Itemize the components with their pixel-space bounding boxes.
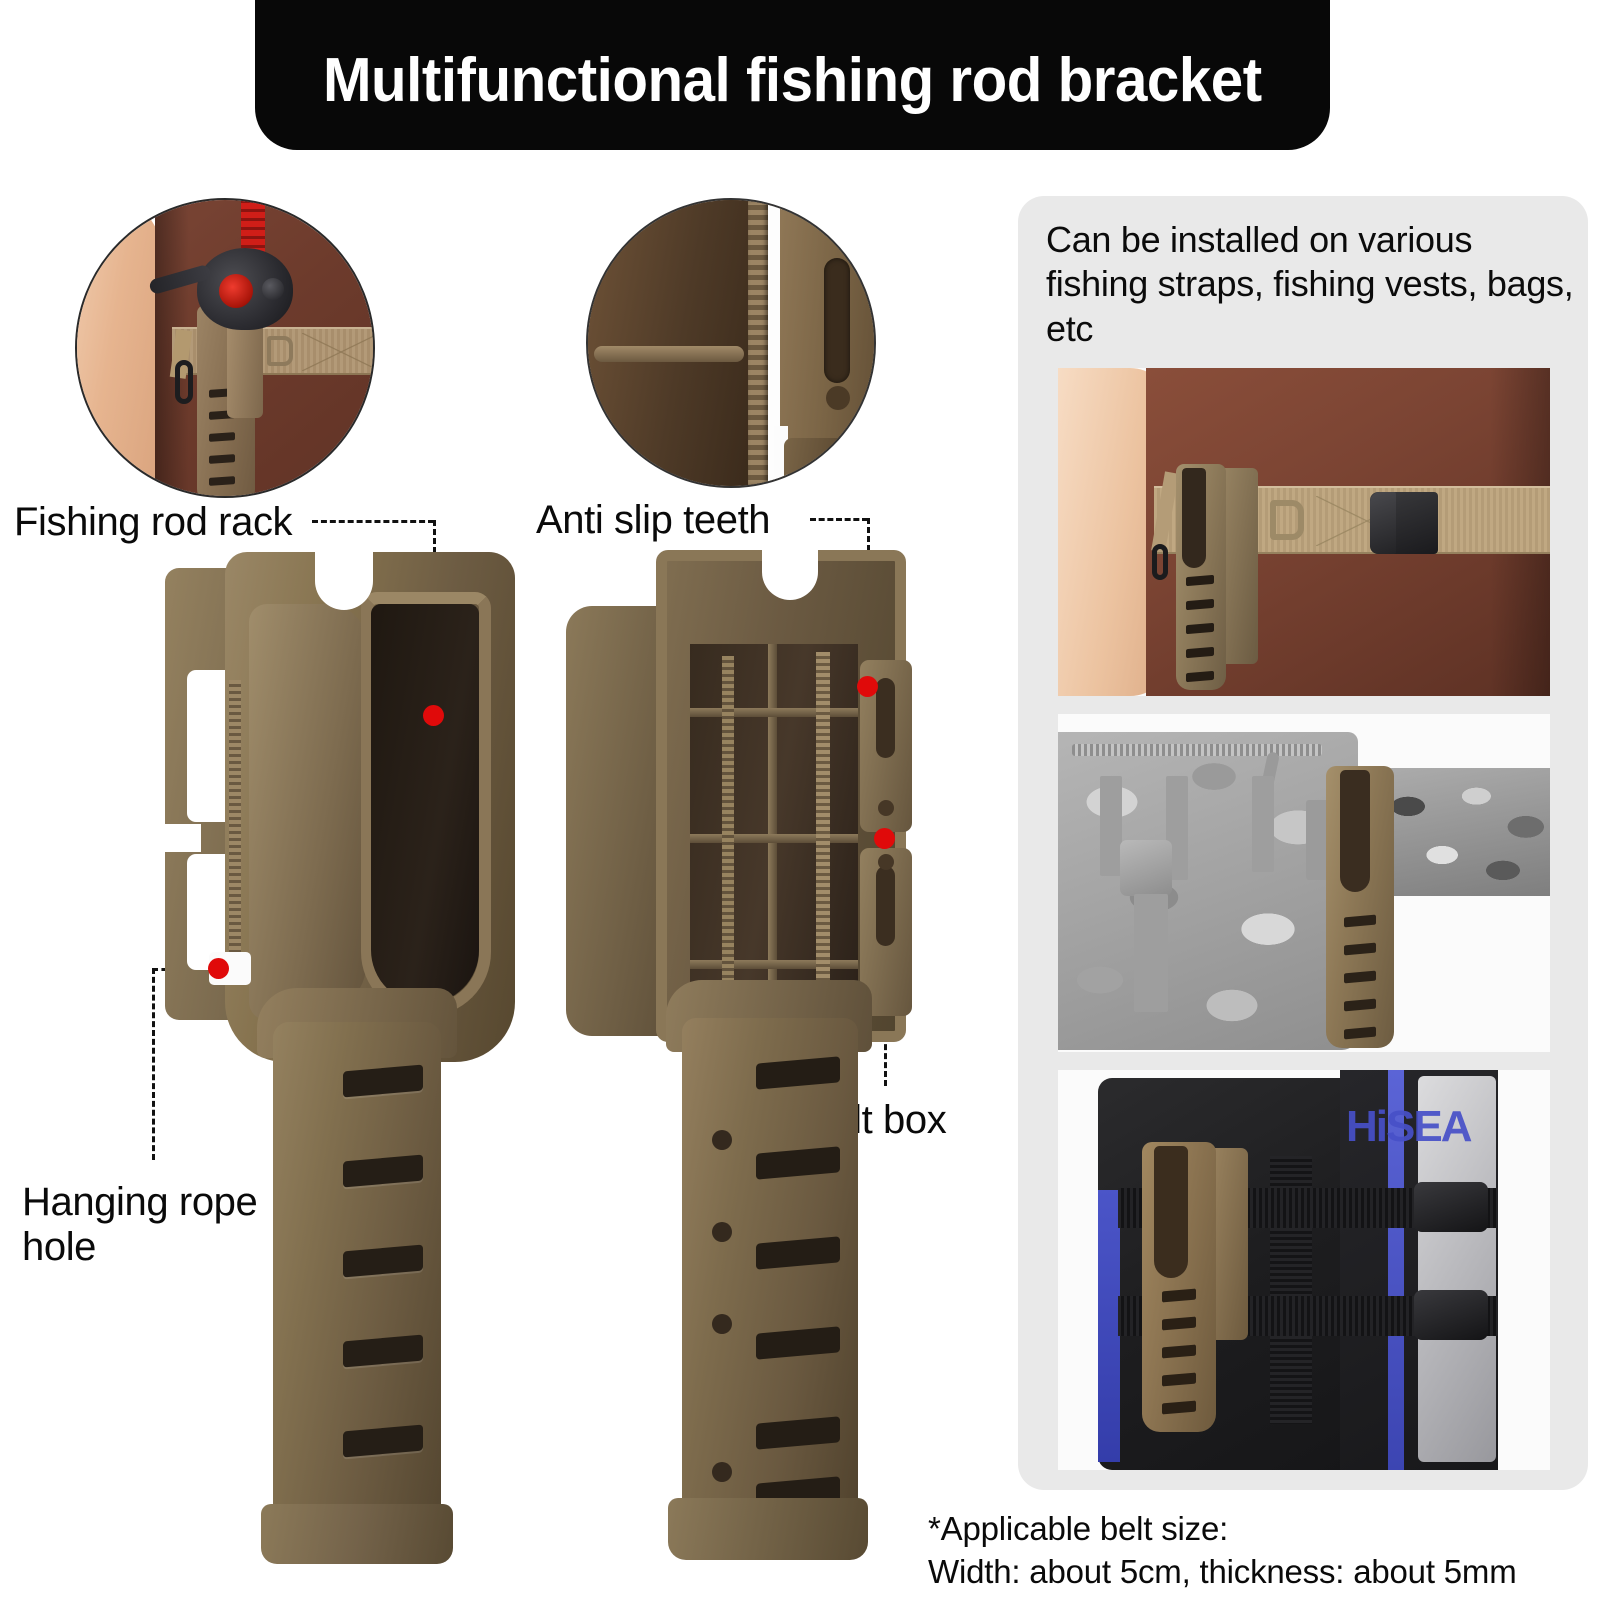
title-bar: Multifunctional fishing rod bracket xyxy=(255,0,1330,150)
photo3-buckle-upper xyxy=(1414,1182,1488,1232)
photo2-side-release-buckle xyxy=(1120,840,1172,896)
inset-anti-slip-teeth-photo xyxy=(586,198,876,488)
photo3-vest-brand-logo: HiSEA xyxy=(1346,1102,1472,1422)
installation-panel-heading: Can be installed on various fishing stra… xyxy=(1046,219,1574,349)
photo3-holder-cradle xyxy=(1154,1146,1188,1278)
photo3-buckle-lower xyxy=(1414,1290,1488,1340)
rear-rib-horizontal-lower xyxy=(690,960,858,969)
page-title: Multifunctional fishing rod bracket xyxy=(323,46,1262,115)
photo1-buckle-latch xyxy=(1370,492,1396,554)
leader-teeth-horizontal xyxy=(810,518,868,521)
macro-body-left xyxy=(588,200,754,486)
belt-box-slot-upper xyxy=(876,678,895,758)
annotation-dot-anti-slip-teeth xyxy=(857,676,878,697)
belt-d-ring xyxy=(267,336,293,366)
photo2-holder-cradle xyxy=(1340,770,1370,892)
leader-rope-hole-vertical xyxy=(152,968,155,1160)
photo2-molle-webbing-3 xyxy=(1252,776,1274,872)
belt-box-slot-lower xyxy=(876,866,895,946)
belt-box-hole-lower xyxy=(878,854,894,870)
front-rod-cradle-opening xyxy=(371,604,479,1004)
callout-hanging-rope-hole: Hanging rope hole xyxy=(22,1180,258,1270)
rear-top-notch xyxy=(762,544,818,600)
photo2-buckle-tail xyxy=(1134,894,1168,1012)
photo-belt-install xyxy=(1058,368,1550,696)
annotation-dot-belt-box xyxy=(874,828,895,849)
snap-hook-icon xyxy=(175,360,193,404)
callout-anti-slip-teeth: Anti slip teeth xyxy=(536,498,771,542)
front-top-notch xyxy=(315,548,373,610)
front-clip-notch xyxy=(165,824,201,852)
rear-belt-box-lower xyxy=(860,848,912,1016)
photo-camo-bag-install xyxy=(1058,714,1550,1052)
photo3-vest-silver-panel xyxy=(1418,1076,1496,1462)
macro-clip-hole xyxy=(826,386,850,410)
product-rear-view xyxy=(566,544,932,1564)
baitcasting-reel xyxy=(197,248,293,330)
photo3-vest-blue-trim xyxy=(1098,1190,1120,1462)
rear-belt-box-upper xyxy=(860,660,912,832)
rear-serrated-rack xyxy=(816,652,830,1006)
rear-tube-flared-base xyxy=(668,1498,868,1560)
rear-rib-horizontal-upper xyxy=(690,708,858,717)
leader-rod-rack-horizontal xyxy=(312,520,434,523)
photo1-belt-d-ring xyxy=(1270,500,1304,540)
rear-serration-inner xyxy=(722,656,734,1004)
photo2-molle-webbing-1 xyxy=(1100,776,1122,876)
macro-lower-tab xyxy=(784,438,854,484)
photo2-zipper xyxy=(1072,744,1322,756)
serrated-teeth-strip xyxy=(748,200,768,486)
reel-drag-knob xyxy=(262,278,284,300)
inset-worn-on-belt-photo xyxy=(75,198,375,498)
belt-size-footnote: *Applicable belt size: Width: about 5cm,… xyxy=(928,1510,1517,1590)
photo-life-vest-install: HiSEA xyxy=(1058,1070,1550,1470)
product-front-view xyxy=(165,548,525,1564)
belt-stitch-x xyxy=(302,333,373,371)
callout-fishing-rod-rack: Fishing rod rack xyxy=(14,500,293,544)
front-tube-body xyxy=(273,1022,441,1542)
rear-rib-vertical-center xyxy=(768,644,777,1014)
macro-gap xyxy=(768,200,782,486)
rear-tube-body xyxy=(682,1018,858,1538)
front-tube-flared-base xyxy=(261,1504,453,1564)
rear-rib-horizontal-middle xyxy=(690,834,858,843)
macro-clip-slot xyxy=(824,258,850,383)
front-serrated-rack xyxy=(229,680,241,980)
belt-box-hole-upper xyxy=(878,800,894,816)
annotation-dot-rod-rack xyxy=(423,705,444,726)
annotation-dot-rope-hole xyxy=(208,958,229,979)
photo1-snap-hook-icon xyxy=(1152,544,1168,580)
front-cradle-lip xyxy=(361,592,491,1016)
photo3-vest-zipper-strip xyxy=(1388,1070,1404,1470)
photo2-camo-shoulder-strap xyxy=(1370,768,1550,896)
macro-cross-pin xyxy=(594,346,744,362)
photo1-holder-cradle xyxy=(1182,468,1206,568)
front-side-ridge xyxy=(249,604,367,1020)
